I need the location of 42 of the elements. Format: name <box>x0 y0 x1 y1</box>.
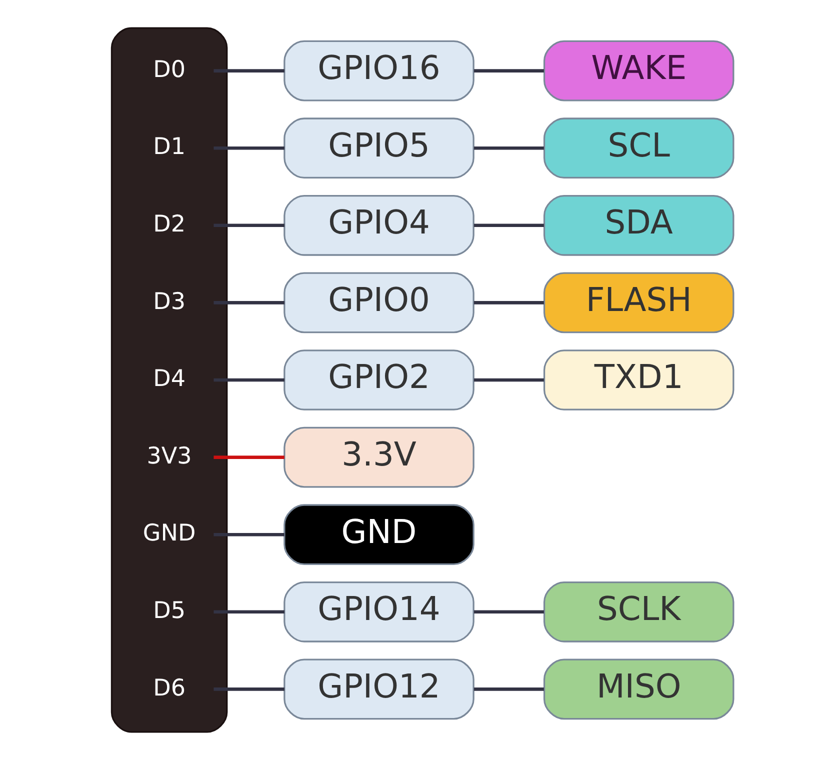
node-text: D4 <box>153 366 186 392</box>
node-box: WAKE <box>543 40 734 102</box>
connector <box>214 301 284 304</box>
node-box: GND <box>284 504 474 566</box>
connector <box>214 456 284 459</box>
node-box: SDA <box>543 194 734 256</box>
node-box: GPIO12 <box>284 658 474 720</box>
node-box: GPIO16 <box>284 40 474 102</box>
node-box: GPIO4 <box>284 194 474 256</box>
connector <box>214 532 284 536</box>
cluster <box>110 27 228 733</box>
node-box: 3.3V <box>284 426 474 488</box>
node-text: D3 <box>153 288 186 315</box>
node-text: D2 <box>153 211 186 238</box>
connector <box>474 69 544 72</box>
node-text: 3V3 <box>146 443 192 470</box>
node-box: SCLK <box>543 581 734 642</box>
node-text: D5 <box>153 598 186 624</box>
connector <box>214 610 284 614</box>
node-text: D0 <box>153 56 186 83</box>
connector <box>214 69 284 72</box>
node-text: D6 <box>153 675 186 702</box>
connector <box>474 610 544 614</box>
node-box: GPIO14 <box>284 581 474 642</box>
node-text: GND <box>142 520 196 547</box>
node-box: GPIO0 <box>284 272 474 334</box>
connector <box>474 301 544 304</box>
connector <box>474 224 544 228</box>
node-box: MISO <box>543 658 734 720</box>
connector <box>214 688 284 691</box>
connector <box>214 146 284 150</box>
node-box: SCL <box>543 118 734 179</box>
connector <box>474 146 544 150</box>
connector <box>214 224 284 228</box>
node-box: TXD1 <box>543 350 734 410</box>
node-box: GPIO5 <box>284 118 474 179</box>
node-box: GPIO2 <box>284 350 474 410</box>
connector <box>474 378 544 382</box>
node-text: D1 <box>153 134 186 160</box>
connector <box>474 688 544 691</box>
connector <box>214 378 284 382</box>
node-box: FLASH <box>543 272 734 334</box>
